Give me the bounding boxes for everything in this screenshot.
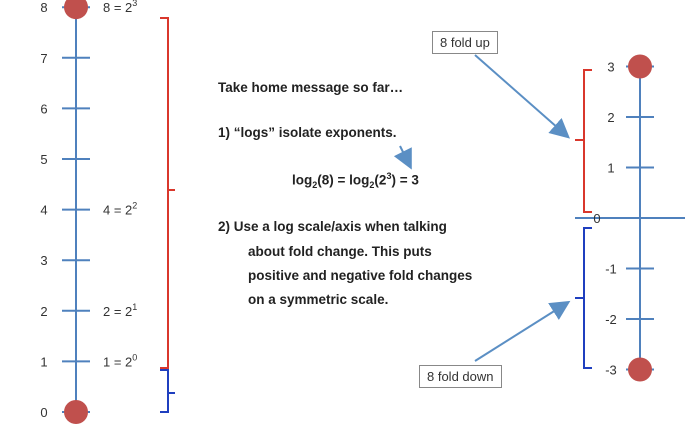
equation-part-d: ) = 3	[391, 172, 419, 188]
message-point-1: 1) “logs” isolate exponents.	[218, 125, 397, 140]
message-point-2-line-4: on a symmetric scale.	[248, 292, 389, 307]
left-tick-label-3: 3	[40, 253, 47, 268]
power-label-2: 2 = 21	[103, 302, 137, 319]
left-tick-label-2: 2	[40, 304, 47, 319]
right-tick-label--3: -3	[605, 363, 617, 378]
left-tick-label-5: 5	[40, 152, 47, 167]
power-label-1: 1 = 20	[103, 352, 137, 369]
callout-fold-down: 8 fold down	[419, 365, 502, 388]
left-tick-label-4: 4	[40, 203, 47, 218]
right-tick-label--1: -1	[605, 262, 617, 277]
left-tick-label-8: 8	[40, 0, 47, 15]
message-title: Take home message so far…	[218, 80, 404, 95]
arrow-exponent	[393, 145, 412, 170]
right-tick-label-1: 1	[607, 161, 614, 176]
equation-sub-b: 2	[369, 180, 375, 191]
message-point-2-line-3: positive and negative fold changes	[248, 268, 473, 283]
right-tick-label-2: 2	[607, 110, 614, 125]
left-axis: 0 1 2 3 4 5 6 7 8 8 = 23 4 = 22 2 = 21 1 = 20	[40, 0, 137, 424]
red-brace-left	[160, 17, 175, 369]
right-tick-label-3: 3	[607, 60, 614, 75]
blue-brace-left	[160, 369, 175, 413]
equation-part-a: log	[292, 172, 313, 188]
power-label-4: 4 = 22	[103, 201, 137, 218]
right-dot--3	[628, 357, 652, 382]
arrow-fold-up	[474, 54, 571, 139]
left-tick-label-6: 6	[40, 101, 47, 116]
red-brace-right	[575, 69, 592, 213]
message-point-2-line-1: 2) Use a log scale/axis when talking	[218, 219, 447, 234]
left-dot-0	[64, 400, 88, 424]
right-axis: 3 2 1 0 -1 -2 -3	[575, 54, 685, 382]
equation-part-b: (8) = log	[317, 172, 370, 188]
left-tick-label-1: 1	[40, 354, 47, 369]
blue-brace-right	[575, 227, 592, 369]
power-label-8: 8 = 23	[103, 0, 137, 15]
left-tick-label-0: 0	[40, 405, 47, 420]
equation-sup-c: 3	[386, 171, 392, 181]
equation-sub-a: 2	[312, 180, 318, 191]
callout-fold-up: 8 fold up	[432, 31, 498, 54]
arrow-fold-down	[474, 300, 571, 362]
equation-part-c: (2	[374, 172, 387, 188]
right-tick-label--2: -2	[605, 312, 617, 327]
left-tick-label-7: 7	[40, 51, 47, 66]
right-dot-3	[628, 54, 652, 79]
message-point-2-line-2: about fold change. This puts	[248, 244, 432, 259]
left-dot-8	[64, 0, 88, 20]
equation: log2(8) = log2(23) = 3	[292, 171, 419, 190]
right-tick-label-0: 0	[593, 211, 600, 226]
